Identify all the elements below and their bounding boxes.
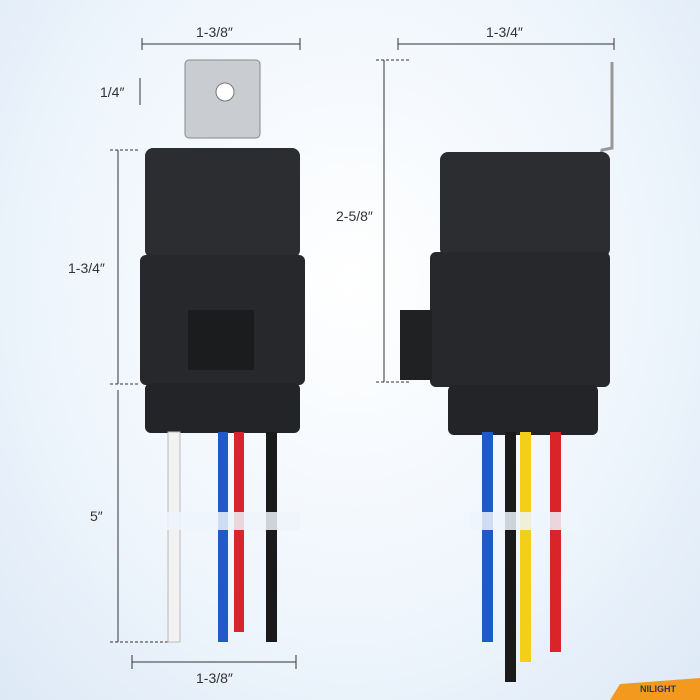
logo-badge xyxy=(610,678,700,700)
relay-cover xyxy=(145,148,300,258)
left-relay xyxy=(140,59,305,643)
dim-tab-height: 1/4″ xyxy=(100,84,125,100)
wire-yellow xyxy=(520,432,531,662)
wire-red xyxy=(550,432,561,652)
dim-left-body-height: 1-3/4″ xyxy=(68,260,105,276)
relay-cover xyxy=(440,152,610,257)
wire-blue xyxy=(482,432,493,642)
wire-black xyxy=(505,432,516,682)
wire-red xyxy=(234,432,244,632)
dim-right-top-width: 1-3/4″ xyxy=(486,24,523,40)
connector xyxy=(448,385,598,435)
relay-housing xyxy=(430,252,610,387)
wire-black xyxy=(266,432,277,642)
wire-white xyxy=(167,431,181,643)
dim-wire-length: 5″ xyxy=(90,508,103,524)
dim-left-top-width: 1-3/8″ xyxy=(196,24,233,40)
dim-right-height: 2-5/8″ xyxy=(336,208,373,224)
connector xyxy=(145,383,300,433)
dimension-lines xyxy=(110,38,615,669)
dim-left-bottom-width: 1-3/8″ xyxy=(196,670,233,686)
right-relay xyxy=(400,62,614,682)
mounting-wire xyxy=(598,62,614,161)
brand-logo: NILIGHT xyxy=(640,684,676,694)
wire-blue xyxy=(218,432,228,642)
